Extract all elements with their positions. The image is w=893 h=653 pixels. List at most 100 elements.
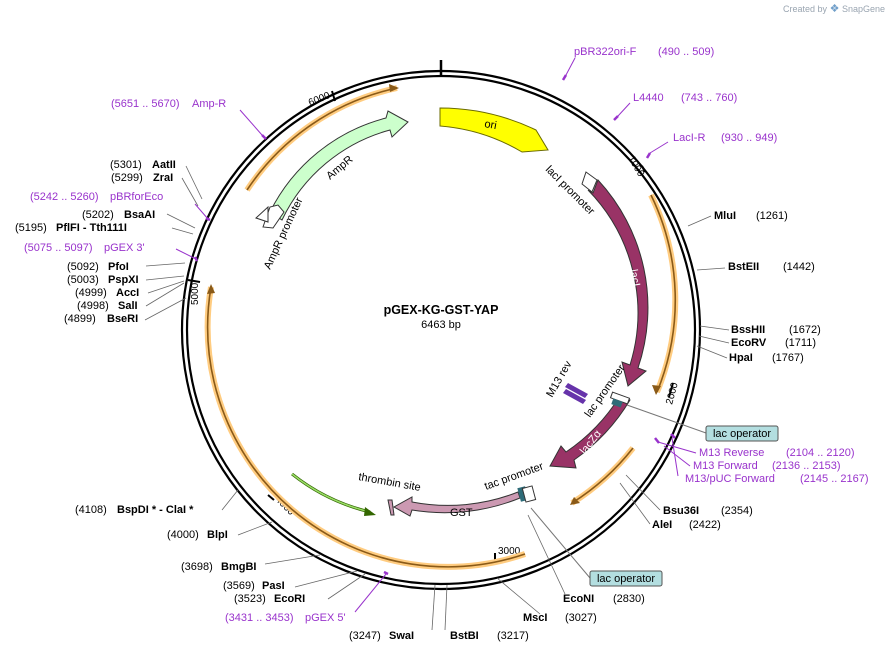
lac-operator-box-1-label: lac operator: [713, 428, 771, 440]
primer-labels: pBR322ori-F (490 .. 509) L4440 (743 .. 7…: [24, 46, 869, 624]
ori-label: ori: [483, 118, 497, 132]
site-bsu36i-name[interactable]: Bsu36I: [663, 505, 699, 517]
gst-feature[interactable]: [392, 491, 521, 517]
ori-feature[interactable]: [439, 107, 549, 153]
site-blpi-pos: (4000): [167, 529, 199, 541]
primer-amp-r-range: (5651 .. 5670): [111, 98, 180, 110]
site-mlui-name[interactable]: MluI: [714, 210, 736, 222]
primer-l4440-range: (743 .. 760): [681, 92, 737, 104]
site-bseri-name[interactable]: BseRI: [107, 313, 138, 325]
tac-promoter-feature[interactable]: [521, 485, 537, 503]
site-bsteii-pos: (1442): [783, 261, 815, 273]
site-bsaai-name[interactable]: BsaAI: [124, 209, 155, 221]
primer-pbrforeco-name[interactable]: pBRforEco: [110, 191, 163, 203]
primer-pgex3-name[interactable]: pGEX 3': [104, 242, 145, 254]
site-alei-pos: (2422): [689, 519, 721, 531]
site-swai-name[interactable]: SwaI: [389, 630, 414, 642]
lac-operator-box-1[interactable]: [705, 425, 779, 442]
orf-arcs: [204, 85, 679, 570]
ampr-feature[interactable]: [269, 110, 409, 221]
site-bspdi-clai-name[interactable]: BspDI * - ClaI *: [117, 504, 194, 516]
lacz-feature[interactable]: [549, 395, 631, 469]
site-pasi-name[interactable]: PasI: [262, 580, 285, 592]
site-acci-pos: (4999): [75, 287, 107, 299]
site-hpai-pos: (1767): [772, 352, 804, 364]
primer-laci-r-name[interactable]: LacI-R: [673, 132, 705, 144]
site-bsshii-pos: (1672): [789, 324, 821, 336]
primer-m13-reverse-name[interactable]: M13 Reverse: [699, 447, 764, 459]
thrombin-site-label: thrombin site: [357, 471, 421, 494]
site-swai-pos: (3247): [349, 630, 381, 642]
snapgene-branding: Created by ❖ SnapGene: [783, 2, 885, 15]
site-sali-pos: (4998): [77, 300, 109, 312]
site-ecorv-name[interactable]: EcoRV: [731, 337, 767, 349]
site-msci-name[interactable]: MscI: [523, 612, 547, 624]
site-sali-name[interactable]: SalI: [118, 300, 138, 312]
lac-operator-feature-1[interactable]: [611, 398, 623, 408]
site-ecorv-pos: (1711): [785, 337, 816, 349]
orf-arrowhead-laci: [652, 385, 661, 395]
primer-l4440-name[interactable]: L4440: [633, 92, 664, 104]
primer-m13-forward-name[interactable]: M13 Forward: [693, 460, 758, 472]
site-bsaai-pos: (5202): [82, 209, 114, 221]
orf-arrowhead-gst: [207, 284, 215, 294]
site-pspxi-pos: (5003): [67, 274, 99, 286]
orf-arrowhead-ampr: [389, 84, 399, 92]
site-bmgbi-name[interactable]: BmgBI: [221, 561, 256, 573]
site-aatii-name[interactable]: AatII: [152, 159, 176, 171]
site-labels: MluI (1261) BstEII (1442) BssHII (1672) …: [15, 159, 821, 642]
laci-feature[interactable]: [587, 179, 649, 387]
plasmid-size: 6463 bp: [421, 319, 461, 331]
site-pspxi-name[interactable]: PspXI: [108, 274, 139, 286]
snapgene-name: SnapGene: [841, 4, 885, 14]
site-bsteii-name[interactable]: BstEII: [728, 261, 759, 273]
primer-m13-reverse-range: (2104 .. 2120): [786, 447, 855, 459]
primer-laci-r-range: (930 .. 949): [721, 132, 777, 144]
site-hpai-name[interactable]: HpaI: [729, 352, 753, 364]
site-alei-name[interactable]: AleI: [652, 519, 672, 531]
site-bsshii-name[interactable]: BssHII: [731, 324, 765, 336]
primer-pbr322ori-f-name[interactable]: pBR322ori-F: [574, 46, 637, 58]
site-ecori-name[interactable]: EcoRI: [274, 593, 305, 605]
laci-promoter-feature[interactable]: [581, 171, 598, 193]
primer-m13-forward-range: (2136 .. 2153): [772, 460, 841, 472]
created-by-text: Created by: [783, 4, 828, 14]
site-pfoi-pos: (5092): [67, 261, 99, 273]
primer-pbrforeco-range: (5242 .. 5260): [30, 191, 99, 203]
site-leaders: [144, 165, 730, 631]
site-pasi-pos: (3569): [223, 580, 255, 592]
orf-arc-lacz: [570, 446, 636, 506]
site-acci-name[interactable]: AccI: [116, 287, 139, 299]
site-econi-name[interactable]: EcoNI: [563, 593, 594, 605]
primer-pgex5-name[interactable]: pGEX 5': [305, 612, 346, 624]
orf-arc-lacz-line: [571, 447, 634, 504]
orf-arc-laci-line: [650, 194, 677, 393]
lac-operator-leader-1: [626, 404, 707, 434]
plasmid-name: pGEX-KG-GST-YAP: [384, 303, 499, 317]
site-zrai-name[interactable]: ZraI: [153, 172, 173, 184]
primer-leaders: [175, 57, 697, 613]
site-pfoi-name[interactable]: PfoI: [108, 261, 129, 273]
site-pflfi-name[interactable]: PflFI - Tth111I: [56, 222, 127, 234]
primer-m13-puc-forward-name[interactable]: M13/pUC Forward: [685, 473, 775, 485]
site-mlui-pos: (1261): [756, 210, 788, 222]
orf-arc-gst-line: [206, 286, 526, 568]
primer-amp-r-name[interactable]: Amp-R: [192, 98, 226, 110]
tick-label-5000: 5000: [190, 282, 201, 305]
site-aatii-pos: (5301): [110, 159, 142, 171]
site-bmgbi-pos: (3698): [181, 561, 213, 573]
site-econi-pos: (2830): [613, 593, 645, 605]
site-bstbi-pos: (3217): [497, 630, 529, 642]
thrombin-site-feature[interactable]: [387, 499, 395, 516]
site-bspdi-clai-pos: (4108): [75, 504, 107, 516]
site-bstbi-name[interactable]: BstBI: [450, 630, 479, 642]
lac-operator-box-2[interactable]: [589, 570, 663, 587]
laci-label: lacI: [627, 268, 642, 287]
site-blpi-name[interactable]: BlpI: [207, 529, 228, 541]
orf-arrowhead-lacz: [570, 497, 580, 505]
gst-label: GST: [450, 507, 473, 519]
site-pflfi-pos: (5195): [15, 222, 47, 234]
tick-label-2000: 2000: [664, 381, 680, 406]
site-ecori-pos: (3523): [234, 593, 266, 605]
